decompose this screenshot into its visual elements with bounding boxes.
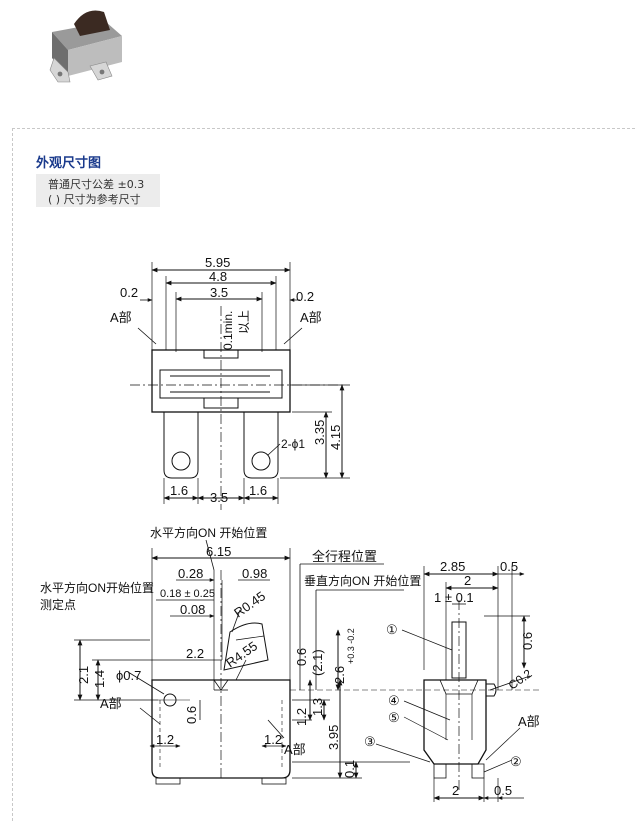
dim-008: 0.08 [180,602,205,617]
dim-12v: 1.2 [294,708,309,726]
vertical-on-label: 垂直方向ON 开始位置 [304,573,421,588]
a-part-left-label: A部 [110,310,132,325]
dim-1-tol: 1 ± 0.1 [434,590,474,605]
min-clearance: 0.1min. [221,311,235,350]
dim-48: 4.8 [209,269,227,284]
radius-045: R0.45 [231,588,268,620]
dim-05-bottom: 0.5 [494,783,512,798]
reference-note: ( ) 尺寸为参考尺寸 [48,193,141,206]
section-title: 外观尺寸图 [36,156,102,171]
dim-595: 5.95 [205,255,230,270]
dim-terminal-right: 1.6 [249,483,267,498]
a-part-side: A部 [518,714,540,729]
dim-14: 1.4 [92,670,107,688]
measure-point-label: 测定点 [40,597,76,612]
callout-4: ④ [388,693,400,708]
diagram-panel [12,128,635,821]
tolerance-note-box [36,174,160,207]
dim-285: 2.85 [440,559,465,574]
dim-06b: 0.6 [294,648,309,666]
dim-13: 1.3 [310,698,325,716]
dim-06-front: 0.6 [184,706,199,724]
dim-22: 2.2 [186,646,204,661]
terminal-hole-left [171,451,191,471]
dim-335: 3.35 [312,420,327,445]
dim-05-top: 0.5 [500,559,518,574]
callout-5: ⑤ [388,710,400,725]
dim-415: 4.15 [328,425,343,450]
side-body-outline [423,679,487,765]
horizontal-on-label: 水平方向ON 开始位置 [150,525,267,540]
dim-gap-left: 0.2 [120,285,138,300]
dim-395: 3.95 [326,725,341,750]
dim-foot-left: 1.2 [156,732,174,747]
dim-terminal-pitch: 3.5 [210,490,228,505]
tolerance-note: 普通尺寸公差 ±0.3 [48,178,145,191]
callout-1: ① [386,622,398,637]
dim-gap-right: 0.2 [296,289,314,304]
dim-018-tol: 0.18 ± 0.25 [160,588,215,600]
dim-26: 2.6 [332,666,347,684]
hole-07: ϕ0.7 [116,668,141,683]
dim-terminal-left: 1.6 [170,483,188,498]
top-view-labels: 5.95 4.8 3.5 0.2 0.2 A部 A部 0.1min. 以上 3.… [110,255,343,505]
callout-2: ② [510,754,522,769]
dim-21-ref: (2.1) [310,649,325,676]
dim-01: 0.1 [342,760,357,778]
dim-21: 2.1 [76,666,91,684]
min-clearance-suffix: 以上 [237,310,251,334]
terminal-right [243,412,279,479]
product-photo [40,0,140,95]
callout-3: ③ [364,734,376,749]
terminal-hole-right [251,451,271,471]
dim-2-top: 2 [464,573,471,588]
terminal-left [163,412,199,479]
dim-26-tol: +0.3 -0.2 [346,628,356,664]
dim-foot-right: 1.2 [264,732,282,747]
dim-35: 3.5 [210,285,228,300]
a-part-front-left: A部 [100,696,122,711]
hole-spec: 2-ϕ1 [281,437,305,451]
top-view [130,262,350,510]
front-view [74,539,540,785]
side-view [375,566,531,802]
actuator [223,622,269,671]
dim-06-side: 0.6 [520,632,535,650]
chamfer-c02: C0.2 [506,666,535,692]
dim-098: 0.98 [242,566,267,581]
side-chamfer [486,683,497,697]
full-travel-label: 全行程位置 [312,549,377,564]
horizontal-on-measure-label: 水平方向ON开始位置 [40,580,154,595]
dim-2-bottom: 2 [452,783,459,798]
dim-615: 6.15 [206,544,231,559]
a-part-front-right: A部 [284,742,306,757]
dim-028: 0.28 [178,566,203,581]
a-part-right-label: A部 [300,310,322,325]
